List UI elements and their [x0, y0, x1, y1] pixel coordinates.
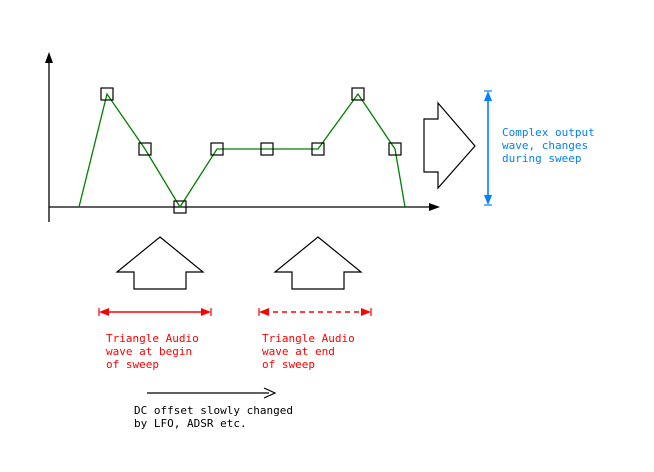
sample-marker — [100, 87, 114, 101]
span-arrow-begin — [98, 308, 212, 316]
sample-marker — [351, 87, 365, 101]
span-arrowhead-left-end — [259, 308, 269, 316]
sample-marker — [311, 142, 325, 156]
output-waveform — [78, 92, 406, 209]
sample-marker — [173, 200, 187, 214]
span-arrow-end — [258, 308, 372, 316]
triangle-end-label: Triangle Audio wave at end of sweep — [262, 332, 355, 371]
axes — [45, 52, 440, 222]
complex-output-label: Complex output wave, changes during swee… — [502, 126, 595, 165]
sample-marker — [210, 142, 224, 156]
up-block-arrow-begin — [115, 236, 205, 290]
amplitude-arrowhead-top — [484, 91, 492, 101]
up-block-arrow-end — [273, 236, 363, 290]
x-axis-arrowhead — [429, 203, 440, 211]
y-axis-arrowhead — [45, 52, 53, 63]
sample-markers — [100, 87, 402, 214]
span-arrowhead-left-begin — [99, 308, 109, 316]
amplitude-arrow — [484, 90, 492, 206]
amplitude-arrowhead-bottom — [484, 195, 492, 205]
dc-offset-arrowhead — [263, 387, 277, 399]
output-block-arrow — [423, 101, 476, 190]
triangle-begin-label: Triangle Audio wave at begin of sweep — [106, 332, 199, 371]
span-arrowhead-right-end — [361, 308, 371, 316]
sample-marker — [260, 142, 274, 156]
span-arrowhead-right-begin — [201, 308, 211, 316]
dc-offset-arrow — [147, 387, 277, 399]
dc-offset-label: DC offset slowly changed by LFO, ADSR et… — [134, 404, 293, 430]
sample-marker — [388, 142, 402, 156]
sample-marker — [138, 142, 152, 156]
